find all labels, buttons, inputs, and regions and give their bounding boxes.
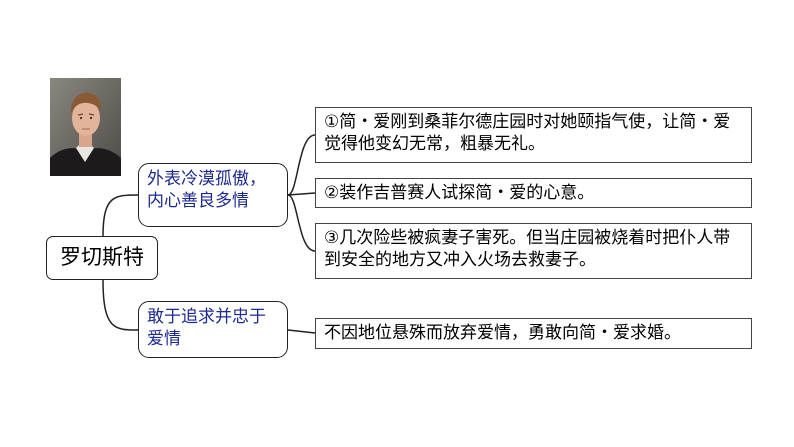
- trait-node-2: 敢于追求并忠于爱情: [138, 301, 288, 358]
- example-text: 不因地位悬殊而放弃爱情，勇敢向简・爱求婚。: [324, 323, 681, 343]
- trait-label: 敢于追求并忠于爱情: [147, 307, 266, 350]
- example-text: ③几次险些被疯妻子害死。但当庄园被烧着时把仆人带到安全的地方又冲入火场去救妻子。: [324, 228, 731, 271]
- trait-label: 外表冷漠孤傲，内心善良多情: [147, 169, 266, 212]
- example-text: ②装作吉普赛人试探简・爱的心意。: [324, 183, 595, 203]
- connector-trait-2-example-1: [287, 329, 316, 334]
- example-box-3: ③几次险些被疯妻子害死。但当庄园被烧着时把仆人带到安全的地方又冲入火场去救妻子。: [315, 223, 752, 279]
- connector-trait-1-example-3: [287, 194, 316, 252]
- root-label: 罗切斯特: [60, 245, 144, 270]
- man-portrait-icon: [50, 78, 121, 176]
- portrait-photo: [50, 78, 121, 176]
- example-text: ①简・爱刚到桑菲尔德庄园时对她颐指气使，让简・爱觉得他变幻无常，粗暴无礼。: [324, 112, 731, 155]
- connector-trait-1-example-1: [287, 134, 316, 196]
- connector-root-trait-2: [102, 279, 139, 331]
- example-box-2: ②装作吉普赛人试探简・爱的心意。: [315, 178, 752, 208]
- connector-trait-1-example-2: [287, 192, 316, 196]
- example-box-1: ①简・爱刚到桑菲尔德庄园时对她颐指气使，让简・爱觉得他变幻无常，粗暴无礼。: [315, 107, 752, 163]
- trait-node-1: 外表冷漠孤傲，内心善良多情: [138, 163, 288, 227]
- connector-root-trait-1: [102, 194, 139, 237]
- example-box-4: 不因地位悬殊而放弃爱情，勇敢向简・爱求婚。: [315, 318, 752, 349]
- root-node: 罗切斯特: [46, 236, 158, 280]
